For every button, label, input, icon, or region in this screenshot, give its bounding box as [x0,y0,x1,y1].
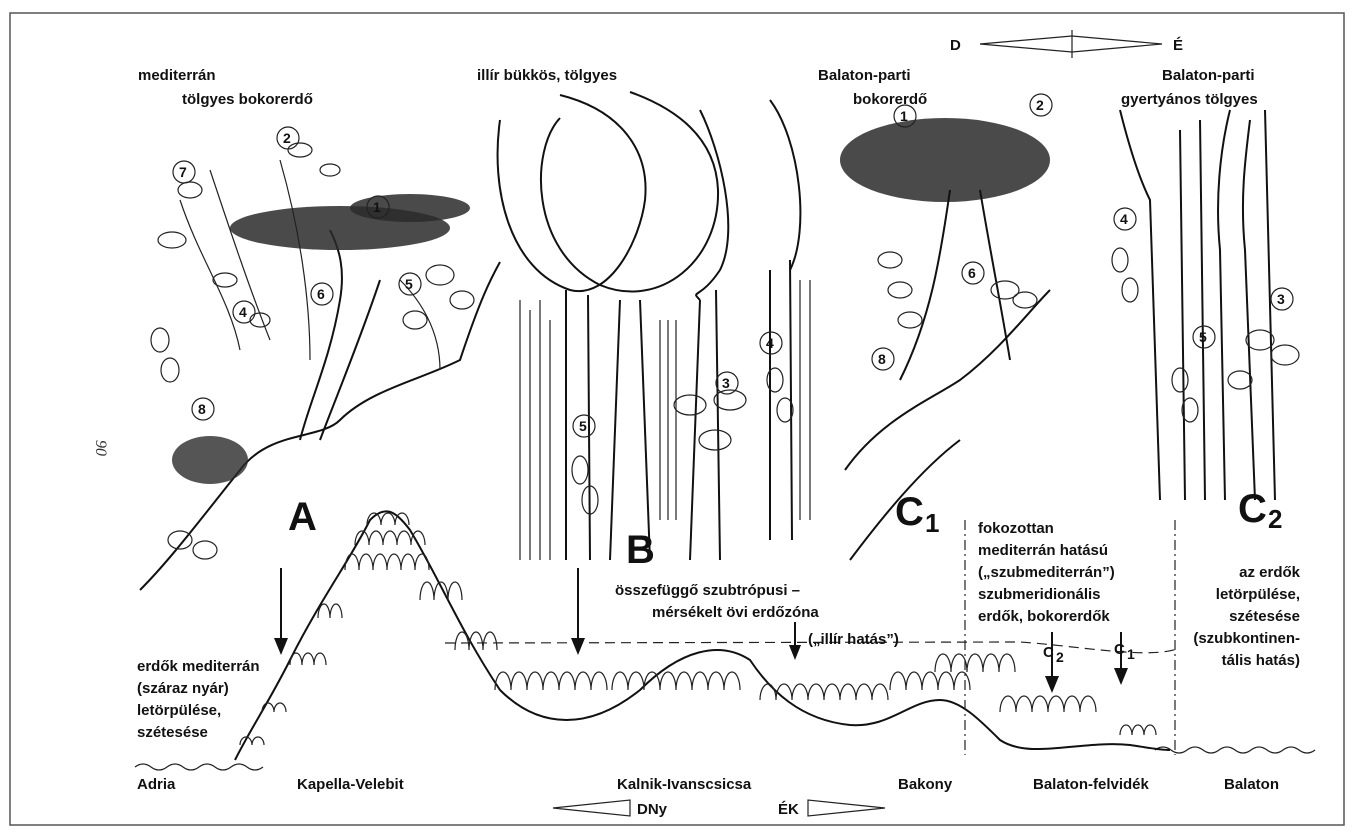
place-bakony: Bakony [898,776,953,793]
panel-c1-subscript: 1 [925,508,939,538]
panel-c1-crown [840,118,1050,202]
panel-b-crown-left [498,95,646,291]
panel-a-title-line2: tölgyes bokorerdő [182,91,313,108]
marker-a-6: 6 [317,286,325,302]
compass-top: D É [950,30,1183,58]
marker-a-2: 2 [283,130,291,146]
panel-a: mediterrán tölgyes bokorerdő 1 2 4 5 6 [138,67,500,590]
page-number: 90 [92,440,109,456]
panel-c1-title-line1: Balaton-parti [818,67,911,84]
panel-b-markers: 3 4 5 [573,332,782,437]
place-kapella-velebit: Kapella-Velebit [297,776,404,793]
place-adria: Adria [137,776,176,793]
panel-a-ground-shrub [172,436,248,484]
annotation-left: erdők mediterrán (száraz nyár) letörpülé… [137,658,260,741]
annotation-submed-line5: erdők, bokorerdők [978,608,1110,625]
place-balaton: Balaton [1224,776,1279,793]
marker-b-4: 4 [766,335,774,351]
compass-bottom-right-arrow [808,800,885,816]
marker-c1-6: 6 [968,265,976,281]
panel-c1-title-line2: bokorerdő [853,91,927,108]
panel-b-hatching [520,280,810,560]
panel-c1: Balaton-parti bokorerdő 1 2 6 8 C 1 [818,67,1052,560]
arrow-c2-letter: C [1043,644,1054,661]
panel-b-trunks [566,260,792,560]
panel-b-title: illír bükkös, tölgyes [477,67,617,84]
panel-b-crown-center [541,92,718,292]
compass-top-left: D [950,37,961,54]
marker-c2-5: 5 [1199,329,1207,345]
marker-c2-4: 4 [1120,211,1128,227]
marker-a-8: 8 [198,401,206,417]
marker-a-1: 1 [373,199,381,215]
annotation-middle-line1: összefüggő szubtrópusi – [615,582,800,599]
compass-bottom-left-arrow [553,800,630,816]
panel-c2-subscript: 2 [1268,504,1282,534]
mountain-profile: C 2 C 1 [135,511,1315,770]
marker-c1-2: 2 [1036,97,1044,113]
arrow-c2-subscript: 2 [1056,649,1064,665]
panel-a-rock [140,262,500,590]
annotation-left-line1: erdők mediterrán [137,658,260,675]
marker-c1-8: 8 [878,351,886,367]
compass-bottom: DNy ÉK [553,800,885,818]
panel-c2-title-line2: gyertyános tölgyes [1121,91,1258,108]
annotation-right: az erdők letörpülése, szétesése (szubkon… [1193,564,1300,669]
place-names: Adria Kapella-Velebit Kalnik-Ivanscsicsa… [137,776,1279,793]
place-kalnik-ivanscsicsa: Kalnik-Ivanscsicsa [617,776,752,793]
balaton-lake [1155,747,1315,753]
annotation-right-line4: (szubkontinen- [1193,630,1300,647]
marker-c2-3: 3 [1277,291,1285,307]
annotation-submed-line3: („szubmediterrán”) [978,564,1115,581]
annotation-middle-line2: mérsékelt övi erdőzóna [652,604,819,621]
arrow-c1-letter: C [1114,641,1125,658]
annotation-left-line4: szétesése [137,724,208,741]
compass-top-arrow [980,36,1162,52]
marker-a-7: 7 [179,164,187,180]
panel-c2-letter: C [1238,487,1267,531]
panel-c2: Balaton-parti gyertyános tölgyes 3 4 5 C… [1112,67,1299,534]
compass-bottom-right: ÉK [778,801,799,818]
annotation-right-line1: az erdők [1239,564,1301,581]
panel-c2-trunks [1120,110,1275,500]
annotation-illir: („illír hatás”) [808,631,899,648]
marker-b-3: 3 [722,375,730,391]
annotation-right-line2: letörpülése, [1216,586,1300,603]
panel-c1-letter: C [895,490,924,534]
annotation-submed-line1: fokozottan [978,520,1054,537]
panel-a-trunk [300,230,342,440]
marker-a-5: 5 [405,276,413,292]
compass-top-right: É [1173,37,1183,54]
annotation-left-line2: (száraz nyár) [137,680,229,697]
panel-b: illír bükkös, tölgyes 3 4 5 [477,67,810,572]
place-balaton-felvidek: Balaton-felvidék [1033,776,1150,793]
compass-bottom-left: DNy [637,801,668,818]
arrow-c1-subscript: 1 [1127,646,1135,662]
annotation-submed-line2: mediterrán hatású [978,542,1108,559]
marker-c1-1: 1 [900,108,908,124]
annotation-submed: fokozottan mediterrán hatású („szubmedit… [978,520,1115,625]
annotation-right-line5: tális hatás) [1222,652,1300,669]
panel-a-letter: A [288,495,317,539]
annotation-right-line3: szétesése [1229,608,1300,625]
annotation-submed-line4: szubmeridionális [978,586,1101,603]
panel-b-letter: B [626,528,655,572]
annotation-left-line3: letörpülése, [137,702,221,719]
annotation-middle: összefüggő szubtrópusi – mérsékelt övi e… [615,582,899,648]
panel-a-title-line1: mediterrán [138,67,216,84]
marker-a-4: 4 [239,304,247,320]
panel-c2-title-line1: Balaton-parti [1162,67,1255,84]
adriatic-sea [135,764,263,770]
marker-b-5: 5 [579,418,587,434]
